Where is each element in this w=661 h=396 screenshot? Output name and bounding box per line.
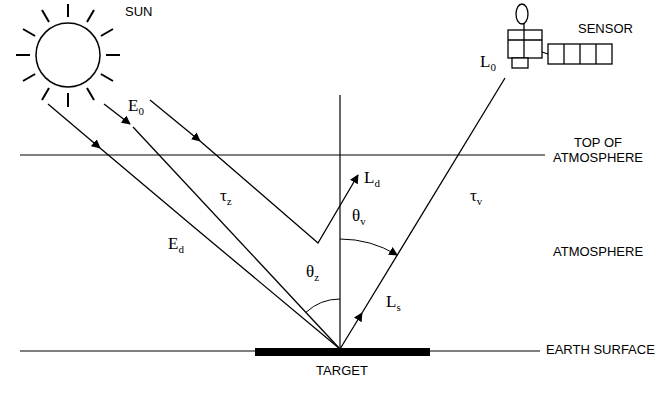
sun-symbol bbox=[16, 4, 120, 107]
path-radiance-path bbox=[200, 141, 358, 243]
annotation-label: SUN bbox=[125, 5, 152, 20]
radiation-paths bbox=[48, 78, 505, 349]
symbol-label: E0 bbox=[128, 96, 144, 116]
annotation-label: ATMOSPHERE bbox=[553, 245, 643, 260]
diffuse-path bbox=[100, 148, 340, 349]
direct-beam bbox=[133, 127, 340, 349]
reflected-arrow bbox=[340, 313, 362, 349]
solar-irradiance-arrow bbox=[104, 104, 130, 124]
symbol-label: Ed bbox=[168, 234, 184, 254]
zenith-angle-arc bbox=[306, 299, 340, 312]
annotation-label: EARTH SURFACE bbox=[546, 343, 655, 358]
annotation-label: TOP OF ATMOSPHERE bbox=[548, 136, 648, 166]
symbol-label: Ls bbox=[386, 292, 401, 312]
symbol-label: τz bbox=[220, 186, 232, 206]
annotation-label: TARGET bbox=[316, 364, 368, 379]
path-radiance-arrow bbox=[150, 100, 200, 141]
reflected-path bbox=[362, 78, 505, 313]
target-bar bbox=[255, 348, 430, 356]
top-of-atmosphere-line bbox=[20, 154, 545, 155]
symbol-label: θv bbox=[352, 206, 366, 226]
diffuse-arrow bbox=[48, 104, 100, 148]
symbol-label: τv bbox=[470, 186, 482, 206]
symbol-label: θz bbox=[306, 262, 319, 282]
symbol-label: L0 bbox=[480, 52, 496, 72]
surface-normal bbox=[339, 95, 340, 349]
annotation-label: SENSOR bbox=[578, 22, 633, 37]
layer-lines bbox=[20, 155, 545, 351]
symbol-label: Ld bbox=[364, 168, 380, 188]
view-angle-arc bbox=[340, 239, 397, 255]
